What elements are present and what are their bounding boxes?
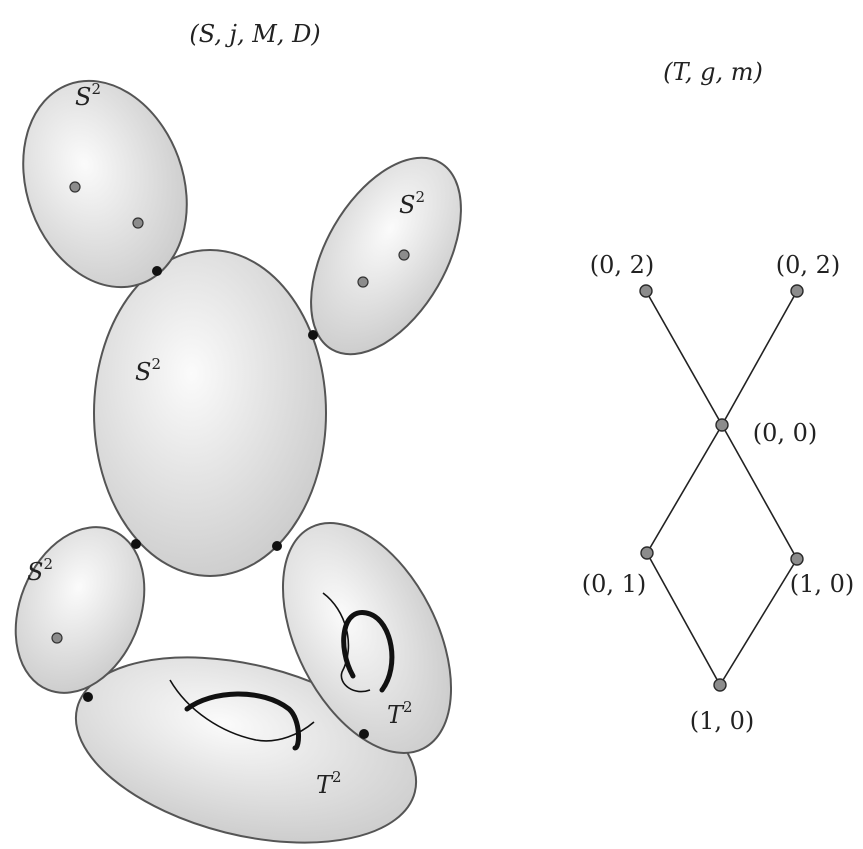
tree-vertex [790, 552, 804, 566]
tree-edge [721, 424, 798, 560]
sphere-component-top-left [22, 79, 188, 289]
nodal-point [83, 692, 93, 702]
nodal-point [308, 330, 318, 340]
vertex-label: (1, 0) [690, 707, 755, 735]
tree-edge [719, 558, 798, 686]
marked-point [357, 276, 369, 288]
left-title: (S, j, M, D) [189, 20, 320, 48]
tree-edge [646, 424, 723, 554]
torus-component-right [281, 522, 453, 754]
nodal-point [152, 266, 162, 276]
vertex-label: (0, 2) [590, 251, 655, 279]
torus-handle-bottom [184, 691, 301, 751]
torus-handle-right-rim [322, 592, 371, 693]
tree-edge [645, 290, 723, 426]
nodal-point [359, 729, 369, 739]
marked-point [398, 249, 410, 261]
component-label: T2 [387, 698, 413, 729]
component-label: S2 [27, 555, 53, 586]
component-label: S2 [75, 80, 101, 111]
marked-point [132, 217, 144, 229]
component-label: T2 [316, 768, 342, 799]
tree-vertex [640, 546, 654, 560]
component-label: S2 [399, 188, 425, 219]
vertex-label: (0, 2) [776, 251, 841, 279]
torus-handle-right [341, 610, 395, 693]
sphere-component-bottom-left [14, 526, 146, 694]
tree-vertex [713, 678, 727, 692]
tree-vertex [639, 284, 653, 298]
nodal-point [272, 541, 282, 551]
dual-tree: (0, 2) (0, 2) (0, 0) (0, 1) (1, 0) (1, 0… [582, 251, 855, 735]
vertex-label: (1, 0) [790, 570, 855, 598]
tree-edge [646, 552, 721, 686]
tree-vertex [715, 418, 729, 432]
torus-handle-bottom-rim [169, 679, 315, 742]
component-label: S2 [135, 355, 161, 386]
right-title: (T, g, m) [663, 58, 763, 86]
vertex-label: (0, 1) [582, 570, 647, 598]
sphere-component-top-right [310, 156, 462, 356]
sphere-component-center [93, 249, 327, 577]
marked-point [51, 632, 63, 644]
nodal-curve: S2 S2 S2 S2 T2 T2 [14, 79, 462, 844]
tree-edge [721, 290, 798, 426]
marked-point [69, 181, 81, 193]
tree-vertex [790, 284, 804, 298]
nodal-point [131, 539, 141, 549]
vertex-label: (0, 0) [753, 419, 818, 447]
